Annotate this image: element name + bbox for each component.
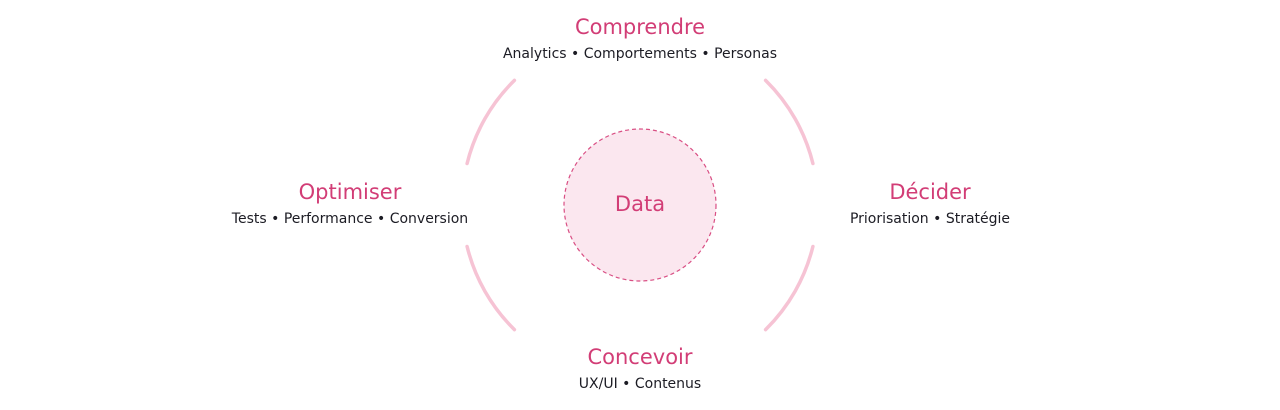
node-subtitle: UX/UI • Contenus [578,376,702,392]
node-optimiser: Optimiser Tests • Performance • Conversi… [190,179,510,229]
ring-arc-top-right [763,78,815,166]
node-title: Optimiser [298,180,402,204]
node-title: Comprendre [574,15,706,39]
center-circle [563,128,717,282]
ring-arc-bottom-left [465,244,517,332]
node-title: Décider [889,180,971,204]
node-decider: Décider Priorisation • Stratégie [780,179,1080,229]
node-title: Concevoir [587,345,693,369]
node-subtitle: Analytics • Comportements • Personas [502,46,777,62]
node-concevoir: Concevoir UX/UI • Contenus [490,344,790,394]
node-comprendre: Comprendre Analytics • Comportements • P… [440,14,840,64]
node-subtitle: Priorisation • Stratégie [849,211,1011,227]
ring-arc-bottom-right [763,244,815,332]
node-subtitle: Tests • Performance • Conversion [231,211,469,227]
center-label: Data [614,192,666,216]
ring-arc-top-left [465,78,517,166]
